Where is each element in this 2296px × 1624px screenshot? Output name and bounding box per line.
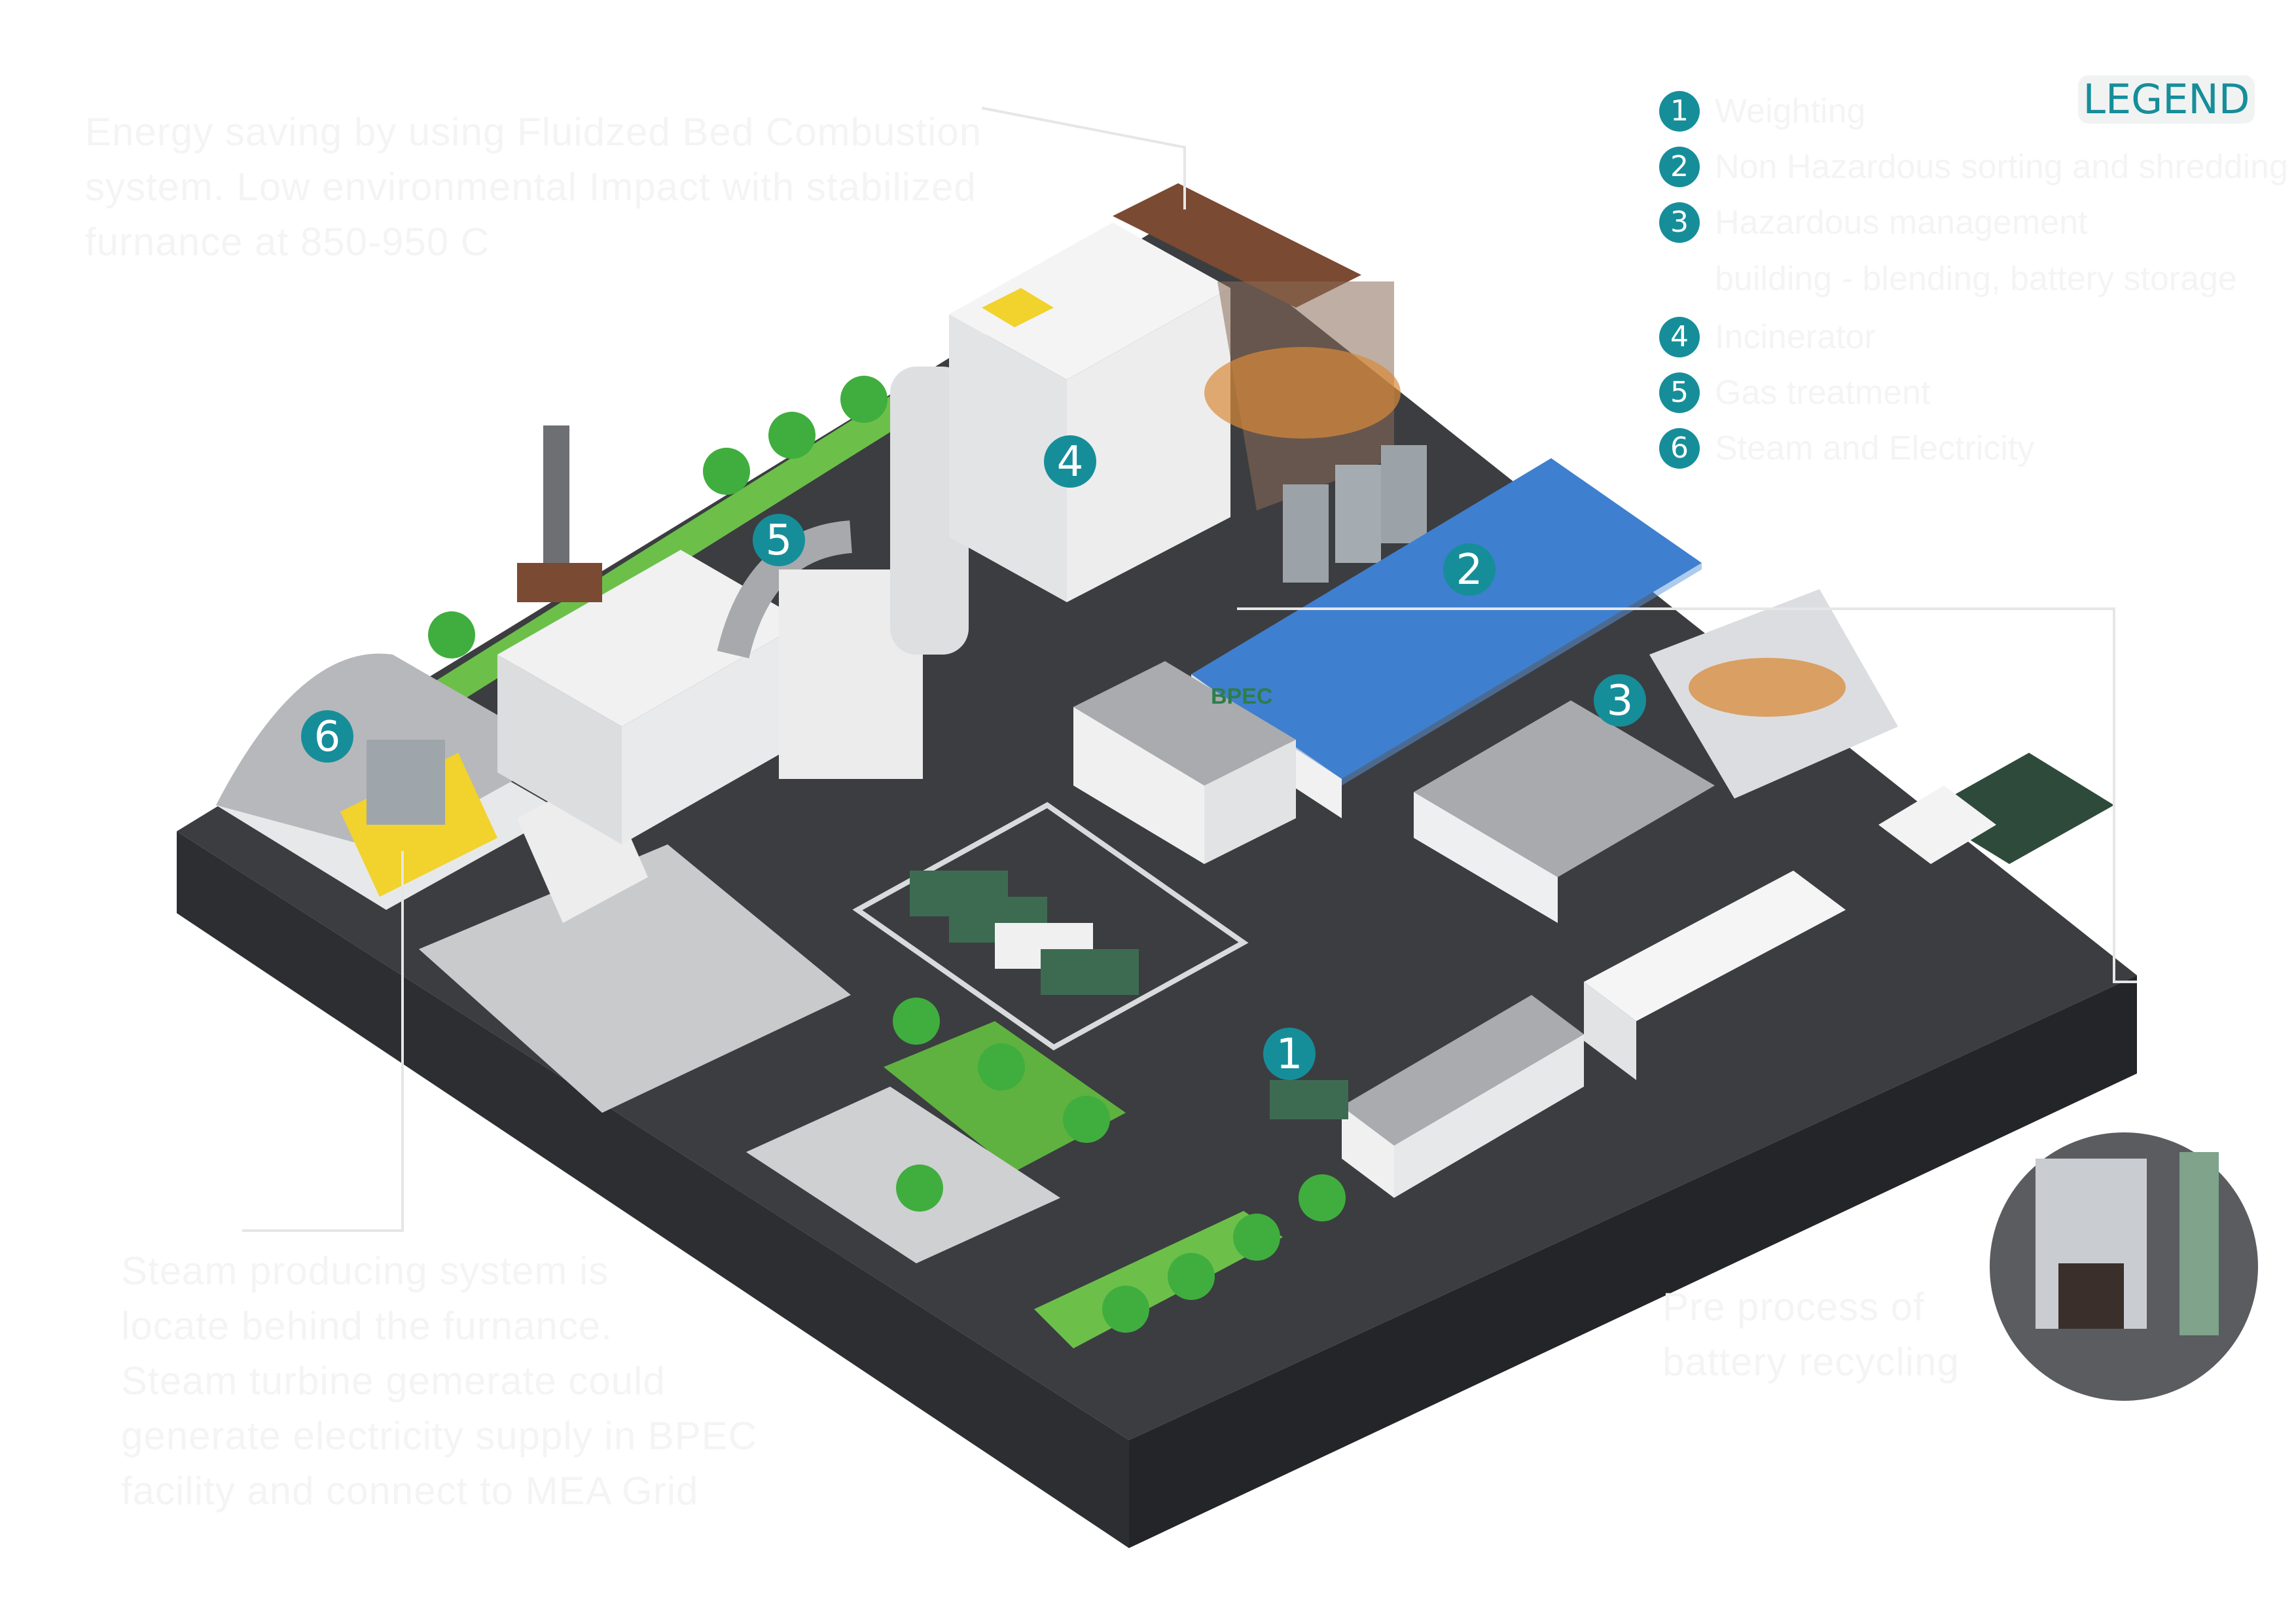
callout-bottom-left: Steam producing system is locate behind … [121, 1244, 757, 1519]
svg-text:2: 2 [1456, 546, 1483, 594]
callout-line: locate behind the furnance. [121, 1304, 613, 1348]
tree [896, 1164, 943, 1212]
callout-line: facility and connect to MEA Grid [121, 1469, 699, 1513]
callout-line: Energy saving by using Fluidzed Bed Comb… [85, 110, 982, 154]
legend-label: Hazardous management [1715, 204, 2088, 242]
legend-number: 5 [1659, 372, 1700, 413]
badges: 1 2 3 4 5 6 [301, 435, 1646, 1080]
legend-number: 1 [1659, 91, 1700, 132]
callout-line: furnance at 850-950 C [85, 220, 490, 264]
legend-number: 3 [1659, 202, 1700, 243]
parking-outline [852, 802, 1249, 1051]
tree [1299, 1174, 1346, 1221]
tree [840, 376, 888, 423]
ground-side-right-face [1129, 975, 2137, 1548]
badge-6: 6 [301, 710, 353, 763]
svg-text:5: 5 [766, 516, 793, 565]
tree [428, 611, 475, 659]
trees [428, 376, 1346, 1333]
ground-side-left-face [177, 831, 1129, 1548]
tree [893, 998, 940, 1045]
badge-4: 4 [1044, 435, 1096, 488]
callout-line: Steam turbine gemerate could [121, 1359, 666, 1403]
incinerator-tower [949, 183, 1401, 602]
legend-label: Gas treatment [1715, 374, 1931, 412]
tree [1168, 1253, 1215, 1300]
svg-text:3: 3 [1607, 677, 1634, 725]
badge-1: 1 [1263, 1028, 1316, 1080]
callout-line: system. Low environmental Impact with st… [85, 165, 977, 209]
callout-line: battery recycling [1662, 1340, 1960, 1384]
office-house-center [1073, 661, 1296, 864]
legend-label: Incinerator [1715, 318, 1876, 356]
leader-lines [242, 107, 2137, 1232]
legend-label: Non Hazardous sorting and shredding [1715, 148, 2288, 186]
badge-2: 2 [1443, 543, 1496, 596]
svg-text:6: 6 [314, 713, 341, 761]
building-sign: BPEC [1211, 684, 1272, 709]
legend-number: 2 [1659, 147, 1700, 187]
callout-bottom-right: Pre process of battery recycling [1662, 1280, 1960, 1390]
storage-containers [1878, 753, 2114, 864]
grass-patch-front [884, 1021, 1126, 1172]
tree [978, 1043, 1025, 1091]
tree [1233, 1214, 1280, 1261]
callout-line: Pre process of [1662, 1285, 1925, 1329]
grass-strip-front [1034, 1211, 1283, 1348]
tree [703, 448, 750, 495]
tree [768, 412, 816, 459]
gas-treatment-area [497, 367, 969, 844]
legend-title: LEGEND [2078, 75, 2255, 124]
silos [1283, 445, 1427, 583]
tree [1102, 1286, 1149, 1333]
legend-label: Weighting [1715, 92, 1866, 130]
badge-3: 3 [1594, 674, 1646, 727]
hazardous-building [1414, 589, 1898, 923]
legend-label: Steam and Electricity [1715, 429, 2035, 467]
svg-text:4: 4 [1057, 438, 1084, 486]
shelter-structure [1584, 871, 1846, 1080]
callout-line: generate electricity supply in BPEC [121, 1414, 758, 1458]
legend-number: 4 [1659, 317, 1700, 357]
paved-area-left [419, 844, 851, 1113]
legend-number: 6 [1659, 428, 1700, 469]
photo-circle [1983, 1126, 2265, 1407]
svg-text:1: 1 [1276, 1030, 1303, 1079]
callout-line: Steam producing system is [121, 1249, 609, 1293]
weighbridge-house [1342, 995, 1584, 1198]
trucks [910, 871, 1348, 1119]
tree [1063, 1096, 1110, 1143]
callout-top-left: Energy saving by using Fluidzed Bed Comb… [85, 105, 982, 270]
legend-item-3-continuation: building - blending, battery storage [1715, 260, 2237, 298]
badge-5: 5 [753, 514, 805, 566]
